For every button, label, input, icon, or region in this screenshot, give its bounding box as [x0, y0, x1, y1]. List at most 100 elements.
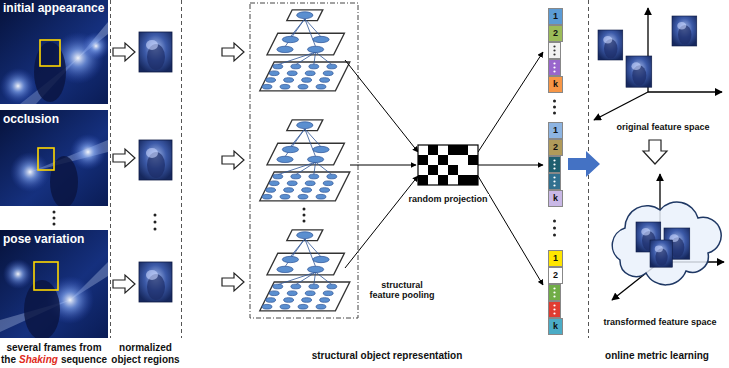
- cell-number: k: [549, 77, 562, 92]
- cell-dots: [553, 312, 555, 314]
- cell-dots: [553, 53, 555, 55]
- spatial-pyramid: [260, 10, 350, 91]
- cell-dots: [553, 66, 555, 68]
- hollow-arrow: [643, 140, 667, 164]
- pooling-frame: [250, 3, 358, 318]
- vector-cell: k: [548, 318, 563, 335]
- target-box: [38, 148, 54, 170]
- cell-number: 2: [549, 268, 562, 283]
- flow-arrow: [345, 176, 418, 268]
- cell-dots: [553, 45, 555, 55]
- projection-matrix: [418, 145, 478, 185]
- cell-dots: [553, 287, 555, 289]
- ellipsis-dots: [53, 217, 56, 220]
- cell-number: 2: [549, 26, 562, 41]
- ellipsis-dots: [553, 100, 556, 103]
- cell-dots: [553, 291, 555, 293]
- target-box: [34, 262, 58, 290]
- video-frame: [0, 110, 108, 206]
- video-frame: [0, 230, 108, 338]
- cell-number: 1: [549, 251, 562, 266]
- sample-patch: [626, 56, 652, 87]
- projection-matrix: [418, 145, 478, 185]
- vector-cell: [549, 60, 561, 76]
- feature-axes: [594, 8, 722, 120]
- projection-matrix: [458, 145, 468, 155]
- cell-dots: [553, 62, 555, 64]
- ellipsis-dots: [303, 208, 306, 211]
- ellipsis-dots: [154, 214, 157, 217]
- hollow-arrow: [113, 43, 244, 293]
- cell-dots: [553, 295, 555, 297]
- projection-matrix: [458, 175, 468, 185]
- column-separator: [110, 0, 111, 338]
- projection-matrix: [438, 175, 448, 185]
- ellipsis-dots: [154, 228, 157, 231]
- ellipsis-dots: [553, 220, 556, 223]
- sample-patch: [598, 16, 697, 87]
- spatial-pyramid: [260, 10, 350, 311]
- caption-text: several frames from: [6, 342, 101, 353]
- frame-label: occlusion: [3, 113, 59, 127]
- space-label: original feature space: [616, 122, 709, 132]
- feature-axes: [648, 91, 722, 92]
- flow-arrow: [350, 165, 416, 166]
- cell-dots: [553, 167, 555, 169]
- vector-cell: 2: [548, 139, 563, 156]
- ellipsis-dots: [553, 106, 556, 109]
- flow-arrow: [478, 165, 543, 166]
- cell-number: k: [549, 191, 562, 206]
- caption-text: the: [1, 354, 16, 365]
- cluster-cloud: [612, 202, 721, 285]
- flow-arrow: [345, 52, 543, 285]
- video-frame: [10, 152, 50, 192]
- video-frame: [24, 280, 60, 338]
- column-label: online metric learning: [605, 350, 709, 362]
- flow-arrow: [478, 176, 543, 285]
- projection-matrix: [468, 175, 478, 185]
- vector-cell: k: [548, 76, 563, 93]
- vector-cell: [549, 157, 561, 173]
- target-box: [40, 40, 60, 66]
- ellipsis-dots: [553, 234, 556, 237]
- stage-label: structural feature pooling: [366, 280, 438, 301]
- caption-block: several frames fromtheShakingsequence: [0, 342, 108, 365]
- video-frame: [70, 134, 106, 170]
- video-frame: [34, 42, 66, 102]
- ellipsis-dots: [154, 221, 157, 224]
- stage-label: random projection: [407, 194, 488, 204]
- projection-matrix: [428, 165, 438, 175]
- caption-text: Shaking: [19, 354, 58, 365]
- ellipsis-dots: [53, 211, 56, 214]
- flow-arrow: [478, 52, 543, 152]
- projection-matrix: [468, 155, 478, 165]
- projection-matrix: [448, 145, 458, 155]
- sample-patch: [650, 240, 672, 267]
- object-patch: [139, 262, 172, 302]
- stage-arrow: [568, 151, 600, 177]
- video-frame: [0, 68, 36, 104]
- space-label: transformed feature space: [603, 317, 716, 327]
- ellipsis-dots: [303, 214, 306, 217]
- video-frame: [82, 32, 108, 60]
- vector-cell: 1: [548, 250, 563, 267]
- cell-dots: [553, 45, 555, 47]
- sample-patch: [636, 222, 690, 267]
- vector-cell: [549, 43, 561, 59]
- cell-number: 2: [549, 140, 562, 155]
- frame-label: initial appearance: [3, 2, 104, 16]
- hollow-arrow: [222, 43, 244, 61]
- hollow-arrow: [222, 151, 244, 169]
- cell-dots: [553, 159, 555, 161]
- spatial-pyramid: [260, 230, 350, 311]
- column-label: normalized object regions: [110, 342, 181, 365]
- cell-number: 1: [549, 9, 562, 24]
- column-label: structural object representation: [312, 350, 463, 362]
- projection-matrix: [428, 145, 438, 155]
- object-patch: [139, 32, 172, 72]
- ellipsis-dots: [53, 100, 557, 237]
- feature-axes: [594, 92, 648, 120]
- video-frame: [3, 259, 33, 289]
- cell-number: k: [549, 319, 562, 334]
